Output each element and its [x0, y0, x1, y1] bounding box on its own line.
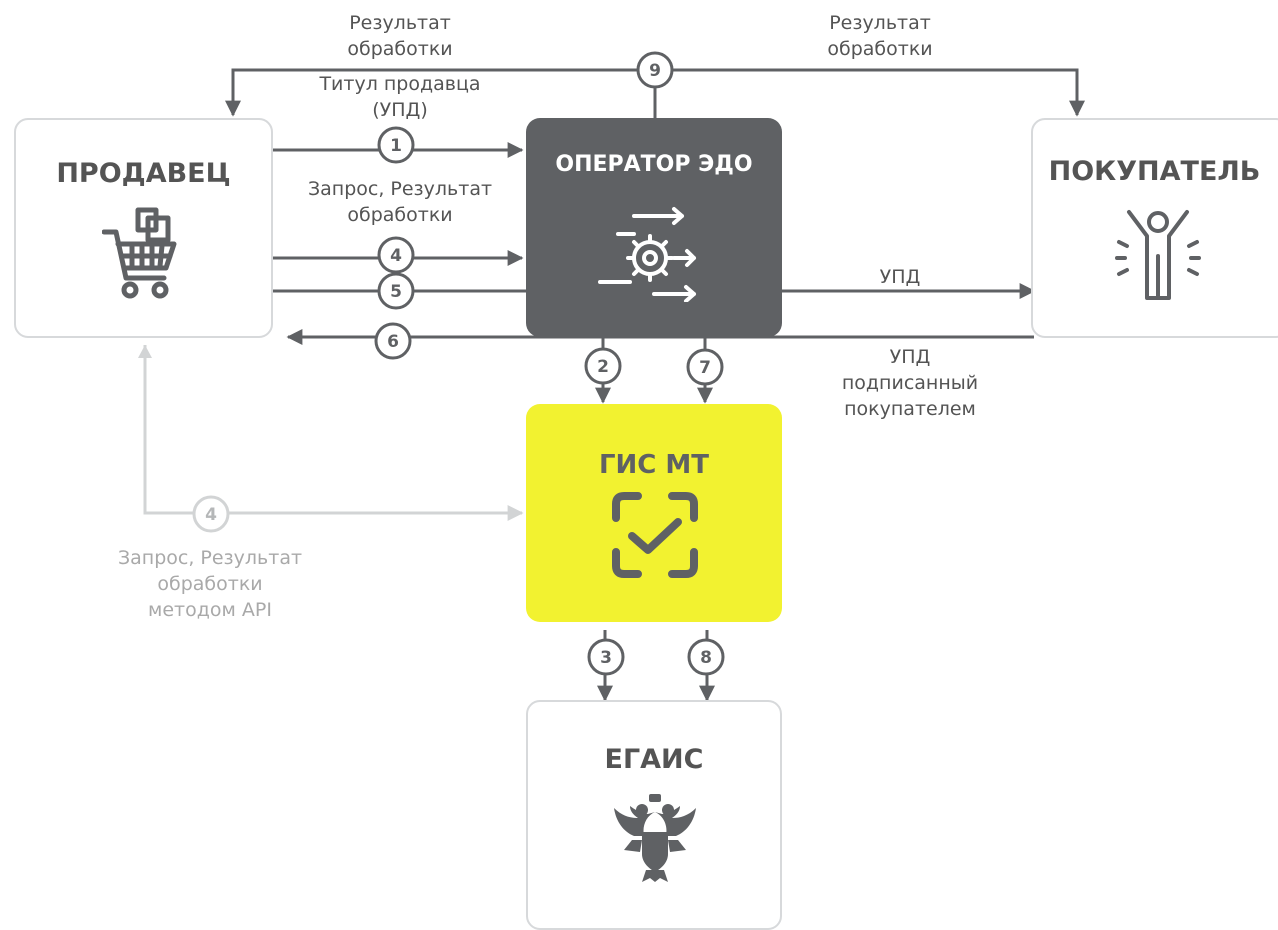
label-upd-to-buyer: УПД [879, 266, 921, 288]
operator-title: ОПЕРАТОР ЭДО [555, 152, 753, 177]
step-9: 9 [649, 61, 661, 81]
label-upd-signed: УПД подписанный покупателем [841, 346, 979, 420]
label-result-right: Результат обработки [827, 12, 933, 60]
step-markers: 9 1 4 5 6 2 7 3 8 4 [192, 51, 725, 676]
egais-box: ЕГАИС [526, 700, 782, 930]
buyer-title: ПОКУПАТЕЛЬ [1048, 156, 1261, 187]
label-request-result: Запрос, Результат обработки [307, 178, 493, 226]
seller-title: ПРОДАВЕЦ [56, 158, 231, 189]
step-2: 2 [597, 357, 609, 377]
step-6: 6 [387, 332, 399, 352]
step-5: 5 [390, 282, 402, 302]
seller-box: ПРОДАВЕЦ [14, 118, 273, 338]
egais-title: ЕГАИС [604, 744, 704, 775]
shopping-cart-icon [102, 207, 177, 299]
label-api-request: Запрос, Результат обработки методом API [117, 547, 303, 621]
operator-box: ОПЕРАТОР ЭДО [526, 118, 782, 337]
person-icon [1115, 210, 1201, 300]
scan-check-icon [612, 492, 698, 578]
step-4: 4 [390, 246, 402, 266]
step-4-api: 4 [205, 505, 217, 525]
step-8: 8 [700, 648, 712, 668]
coat-of-arms-icon [614, 794, 696, 882]
arrow-9-to-seller [225, 68, 657, 118]
step-7: 7 [699, 358, 711, 378]
gis-box: ГИС МТ [526, 404, 782, 622]
arrow-9-to-buyer [655, 68, 1085, 117]
step-3: 3 [600, 648, 612, 668]
buyer-box: ПОКУПАТЕЛЬ [1031, 118, 1278, 338]
label-result-left: Результат обработки [347, 12, 453, 60]
step-1: 1 [390, 136, 402, 156]
arrow-api-4 [143, 345, 524, 521]
label-seller-title-upd: Титул продавца (УПД) [319, 73, 481, 121]
gear-process-icon [598, 207, 696, 302]
gis-title: ГИС МТ [598, 450, 710, 480]
